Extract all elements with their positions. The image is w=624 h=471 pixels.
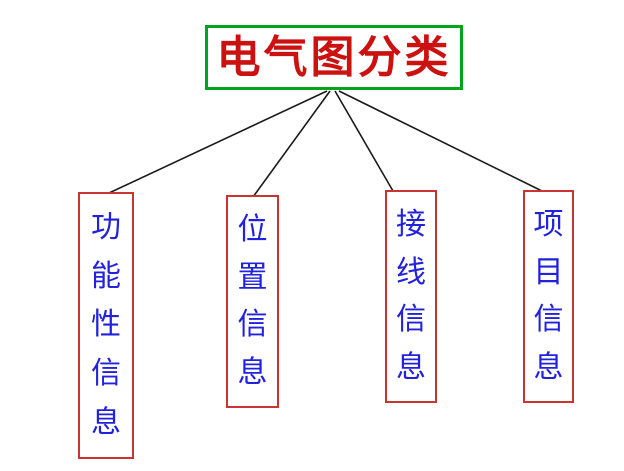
node-char: 目 [533,255,564,289]
node-box-wiring-info: 接 线 信 息 [385,190,437,403]
diagram-title: 电气图分类 [216,32,452,82]
node-box-project-info: 项 目 信 息 [523,190,574,403]
connector-line-wiring [334,90,394,192]
node-char: 置 [237,260,268,294]
node-char: 信 [91,357,121,391]
node-char: 位 [237,212,268,246]
title-box: 电气图分类 [205,25,463,90]
node-char: 息 [396,351,426,385]
node-char: 线 [396,255,426,289]
node-box-functional-info: 功 能 性 信 息 [78,192,134,459]
node-char: 息 [237,356,268,390]
node-char: 项 [533,207,564,241]
node-char: 能 [91,259,121,293]
node-char: 性 [91,308,121,342]
node-char: 信 [533,303,564,337]
node-box-location-info: 位 置 信 息 [226,195,279,408]
connector-line-project [338,90,545,193]
node-char: 信 [237,308,268,342]
connector-line-functional [108,90,328,194]
node-char: 接 [396,207,426,241]
node-char: 息 [91,406,121,440]
connector-line-location [252,90,331,198]
node-char: 功 [91,210,121,244]
node-char: 信 [396,303,426,337]
node-char: 息 [533,351,564,385]
